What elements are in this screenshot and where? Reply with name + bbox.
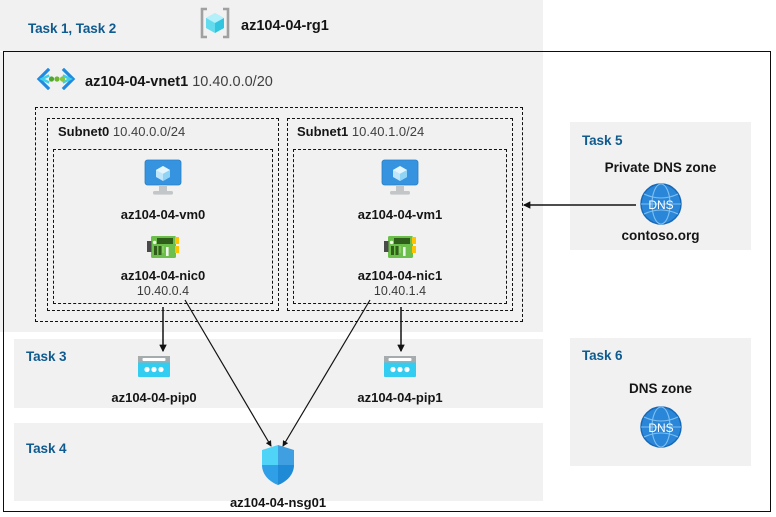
diagram-outer-frame (3, 51, 771, 512)
subnets-container (35, 107, 523, 322)
vnet-node: az104-04-vnet1 10.40.0.0/20 (36, 67, 273, 95)
vm0-name: az104-04-vm0 (120, 207, 206, 222)
subnet1-resources-box (293, 149, 507, 304)
task6-label: Task 6 (582, 348, 623, 363)
task4-label: Task 4 (26, 441, 67, 456)
public-ip-address-icon (135, 353, 173, 386)
nic0-node: az104-04-nic0 10.40.0.4 (113, 234, 213, 298)
pip0-name: az104-04-pip0 (111, 390, 197, 405)
subnet1-title: Subnet1 10.40.1.0/24 (297, 124, 425, 139)
task1-task2-band (0, 0, 543, 51)
pip1-node: az104-04-pip1 (350, 353, 450, 405)
nsg-node: az104-04-nsg01 (228, 444, 328, 510)
network-interface-icon (147, 234, 179, 265)
nic1-ip: 10.40.1.4 (373, 284, 427, 298)
subnet0-resources-box (53, 149, 273, 304)
task3-box (14, 339, 543, 408)
task5-label: Task 5 (582, 133, 623, 148)
virtual-machine-icon (377, 158, 423, 203)
nsg-name: az104-04-nsg01 (229, 495, 327, 510)
svg-text:DNS: DNS (648, 421, 673, 435)
private-dns-zone-heading: Private DNS zone (604, 160, 717, 175)
nic1-name: az104-04-nic1 (357, 268, 443, 283)
resource-group-node: az104-04-rg1 (198, 6, 329, 45)
private-dns-zone-icon: DNS (639, 182, 683, 231)
pip1-name: az104-04-pip1 (357, 390, 443, 405)
network-security-group-icon (260, 444, 296, 491)
virtual-machine-icon (140, 158, 186, 203)
vm1-node: az104-04-vm1 (350, 158, 450, 222)
task1-task2-label: Task 1, Task 2 (28, 21, 117, 36)
pip0-node: az104-04-pip0 (104, 353, 204, 405)
nic0-ip: 10.40.0.4 (136, 284, 190, 298)
vnet-title: az104-04-vnet1 10.40.0.0/20 (85, 73, 273, 90)
virtual-network-icon (36, 67, 76, 95)
vnet-band (0, 52, 543, 332)
vm0-node: az104-04-vm0 (113, 158, 213, 222)
svg-text:DNS: DNS (648, 198, 673, 212)
subnet0-title: Subnet0 10.40.0.0/24 (58, 124, 186, 139)
private-dns-zone-name: contoso.org (621, 228, 700, 243)
task3-label: Task 3 (26, 349, 67, 364)
public-ip-address-icon (381, 353, 419, 386)
dns-zone-icon: DNS (639, 405, 683, 454)
subnet1-box (287, 118, 513, 311)
nic1-node: az104-04-nic1 10.40.1.4 (350, 234, 450, 298)
nic0-name: az104-04-nic0 (120, 268, 206, 283)
vm1-name: az104-04-vm1 (357, 207, 443, 222)
resource-group-name: az104-04-rg1 (241, 17, 329, 34)
resource-group-icon (198, 6, 232, 45)
network-interface-icon (384, 234, 416, 265)
dns-zone-heading: DNS zone (628, 381, 692, 396)
